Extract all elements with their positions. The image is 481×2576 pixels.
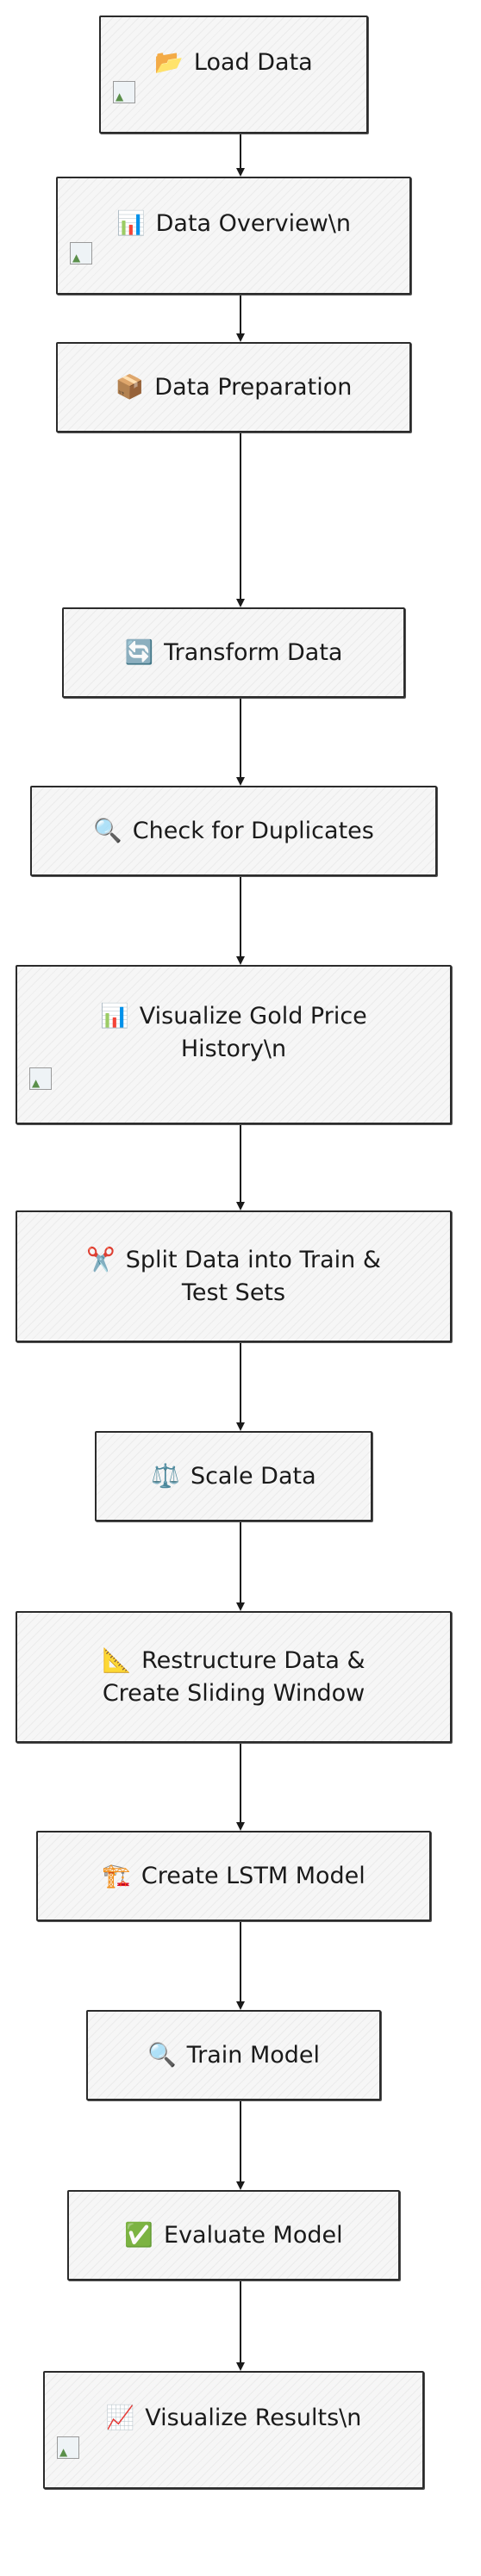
node-evaluate-model: ✅ Evaluate Model [67, 2190, 400, 2280]
node-label: History\n [180, 1035, 287, 1062]
node-data-preparation: 📦 Data Preparation [56, 342, 411, 432]
broken-image-icon: ▲ [29, 1067, 52, 1090]
magnifier-icon: 🔍 [93, 817, 122, 844]
bar-chart-icon: 📊 [100, 1002, 129, 1030]
broken-image-icon: ▲ [70, 241, 92, 264]
node-load-data: 📂 Load Data ▲ [99, 16, 368, 134]
node-label: Data Overview\n [155, 209, 351, 237]
balance-scale-icon: ⚖️ [151, 1462, 180, 1490]
refresh-icon: 🔄 [124, 638, 154, 666]
node-label: Create Sliding Window [102, 1679, 365, 1707]
node-label: Visualize Results\n [145, 2404, 362, 2431]
node-label: Scale Data [190, 1462, 316, 1490]
node-label: Train Model [186, 2041, 321, 2069]
construction-crane-icon: 🏗️ [102, 1862, 131, 1889]
broken-image-icon: ▲ [113, 80, 135, 103]
line-chart-icon: 📈 [105, 2404, 135, 2431]
node-label: Transform Data [164, 638, 343, 666]
node-label: Visualize Gold Price [139, 1002, 367, 1030]
node-label: Data Preparation [154, 373, 353, 401]
node-label: Create LSTM Model [141, 1862, 365, 1889]
node-label: Split Data into Train & [125, 1246, 381, 1273]
package-icon: 📦 [115, 373, 145, 401]
node-check-duplicates: 🔍 Check for Duplicates [30, 786, 437, 876]
check-mark-icon: ✅ [124, 2221, 154, 2249]
magnifier-icon: 🔍 [147, 2041, 177, 2069]
node-label: Load Data [193, 48, 313, 76]
triangle-ruler-icon: 📐 [102, 1646, 132, 1674]
node-label: Test Sets [181, 1279, 286, 1306]
bar-chart-icon: 📊 [116, 209, 146, 237]
node-restructure-data: 📐 Restructure Data & Create Sliding Window [16, 1611, 452, 1743]
broken-image-icon: ▲ [57, 2436, 79, 2459]
node-label: Evaluate Model [164, 2221, 343, 2249]
node-label: Check for Duplicates [132, 817, 374, 844]
node-split-data: ✂️ Split Data into Train & Test Sets [16, 1210, 452, 1342]
folder-icon: 📂 [154, 48, 184, 76]
node-train-model: 🔍 Train Model [86, 2010, 381, 2100]
scissors-icon: ✂️ [86, 1246, 116, 1273]
node-transform-data: 🔄 Transform Data [62, 607, 405, 698]
node-create-lstm: 🏗️ Create LSTM Model [36, 1831, 431, 1921]
node-scale-data: ⚖️ Scale Data [95, 1431, 372, 1521]
node-visualize-results: 📈 Visualize Results\n ▲ [43, 2371, 424, 2489]
node-data-overview: 📊 Data Overview\n ▲ [56, 177, 411, 295]
node-label: Restructure Data & [141, 1646, 365, 1674]
